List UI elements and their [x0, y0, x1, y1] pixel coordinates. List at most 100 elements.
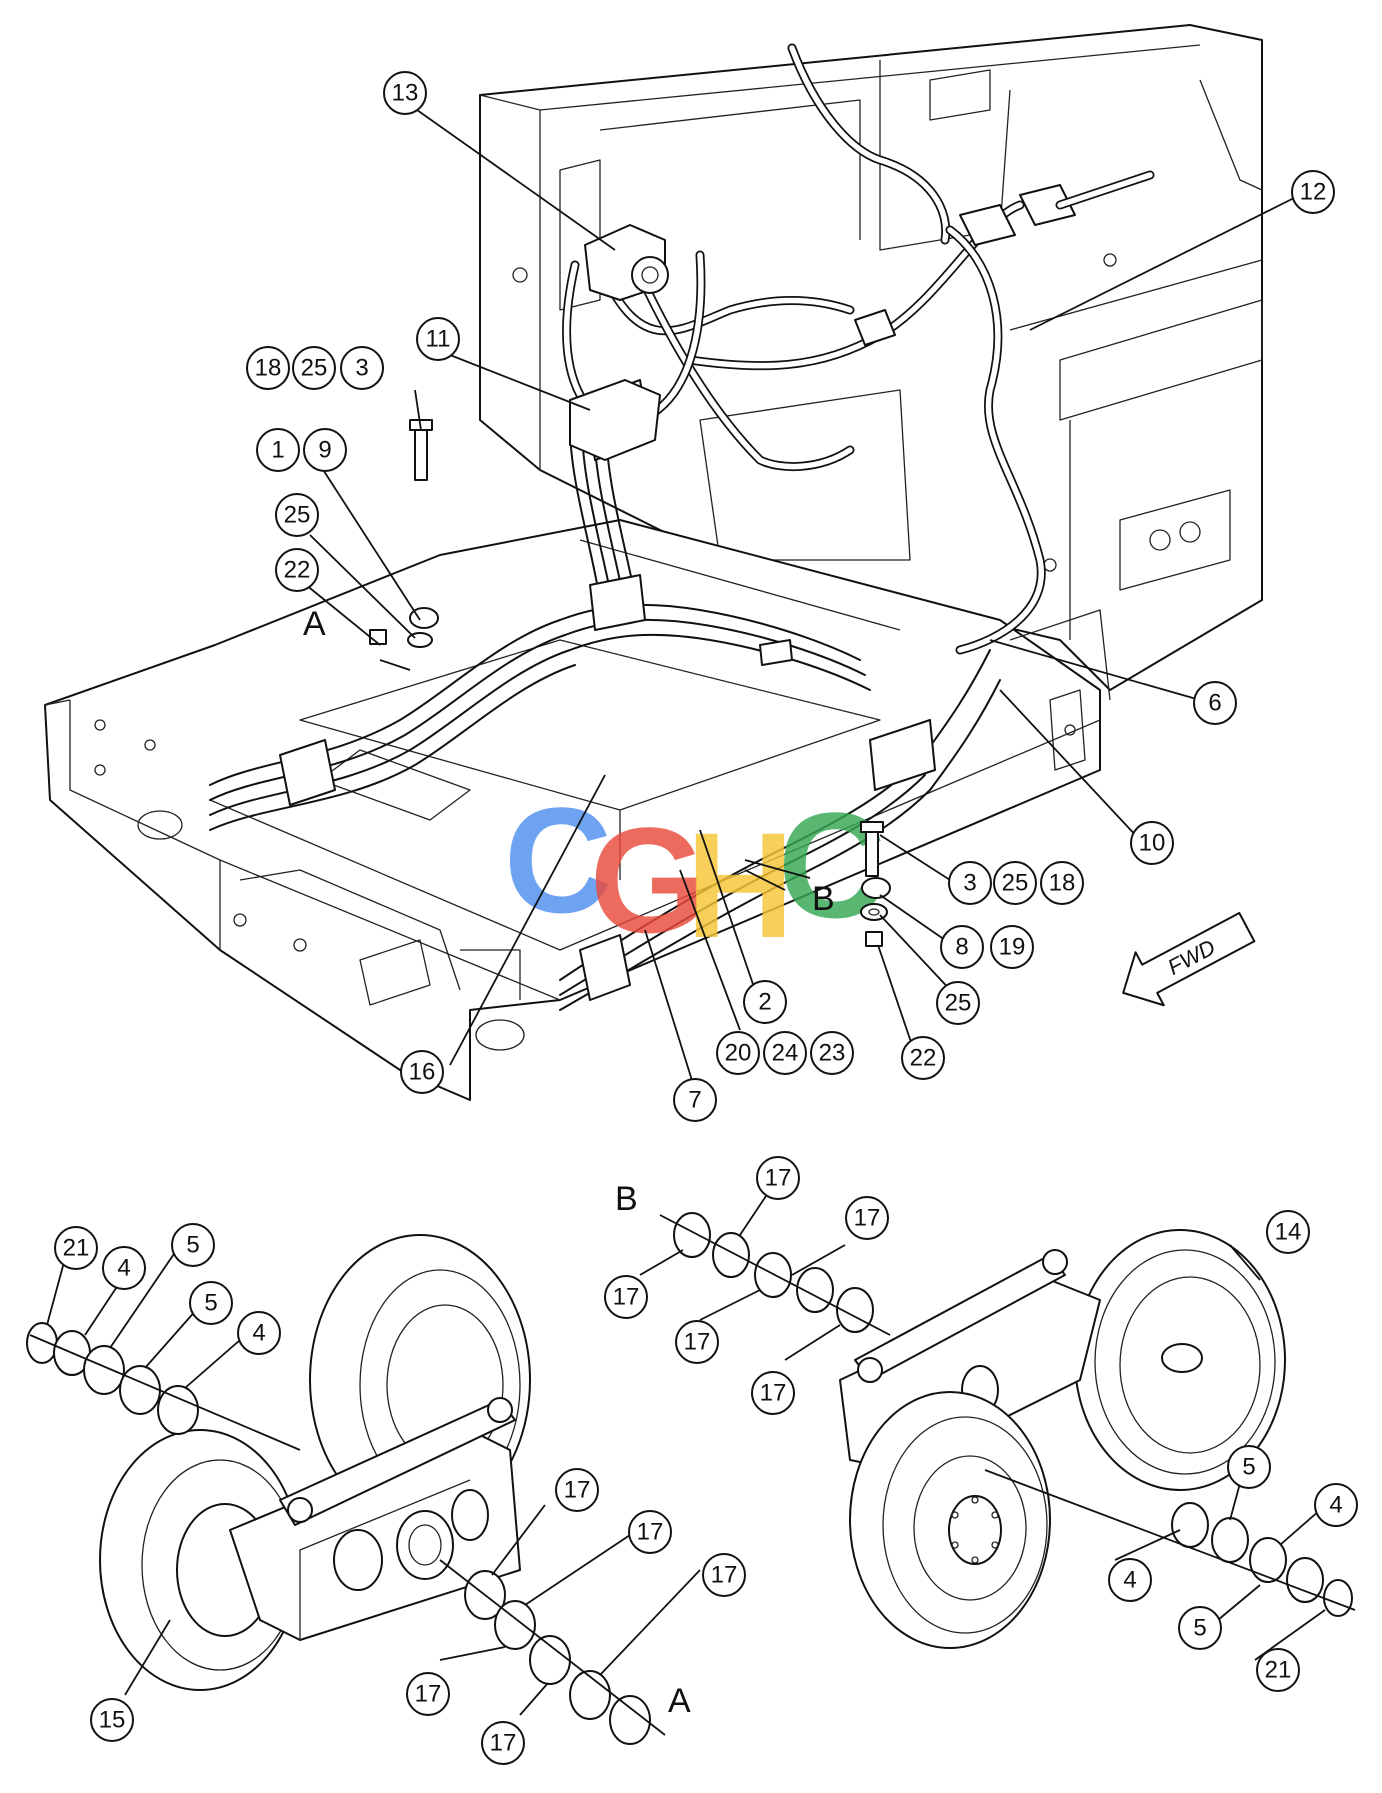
svg-text:10: 10	[1139, 830, 1166, 857]
callout-21: 21	[1256, 1648, 1300, 1692]
callout-17: 17	[406, 1672, 450, 1716]
svg-text:17: 17	[711, 1562, 738, 1589]
svg-text:2: 2	[758, 989, 771, 1016]
svg-text:3: 3	[355, 355, 368, 382]
callout-18: 18	[1040, 861, 1084, 905]
svg-text:8: 8	[955, 934, 968, 961]
callout-13: 13	[383, 71, 427, 115]
callout-19: 19	[990, 925, 1034, 969]
shim	[83, 1345, 125, 1395]
callout-9: 9	[303, 428, 347, 472]
svg-text:17: 17	[637, 1519, 664, 1546]
svg-text:5: 5	[186, 1232, 199, 1259]
svg-text:25: 25	[945, 990, 972, 1017]
svg-text:21: 21	[63, 1235, 90, 1262]
svg-text:5: 5	[204, 1290, 217, 1317]
seal-rings	[26, 1212, 1356, 1745]
callout-17: 17	[481, 1721, 525, 1765]
callout-4: 4	[1314, 1483, 1358, 1527]
svg-text:17: 17	[564, 1477, 591, 1504]
hydraulic-hoses	[209, 43, 1155, 1011]
callout-17: 17	[845, 1196, 889, 1240]
svg-text:9: 9	[318, 437, 331, 464]
svg-text:17: 17	[490, 1730, 517, 1757]
watermark-letter: G	[590, 796, 707, 964]
callout-1: 1	[256, 428, 300, 472]
callout-5: 5	[189, 1281, 233, 1325]
svg-text:17: 17	[760, 1380, 787, 1407]
watermark-letter: C	[504, 776, 612, 944]
callout-17: 17	[675, 1320, 719, 1364]
callout-5: 5	[1178, 1606, 1222, 1650]
callout-17: 17	[702, 1553, 746, 1597]
callout-5: 5	[171, 1223, 215, 1267]
callout-17: 17	[628, 1510, 672, 1554]
callout-18: 18	[246, 346, 290, 390]
reference-letter-a: A	[668, 1682, 691, 1720]
svg-text:5: 5	[1242, 1454, 1255, 1481]
svg-text:3: 3	[963, 870, 976, 897]
svg-text:25: 25	[284, 502, 311, 529]
callout-2: 2	[743, 980, 787, 1024]
svg-text:18: 18	[255, 355, 282, 382]
callout-22: 22	[275, 548, 319, 592]
callout-6: 6	[1193, 681, 1237, 725]
svg-text:7: 7	[688, 1087, 701, 1114]
forward-arrow: FWD	[1122, 912, 1256, 1007]
callout-17: 17	[604, 1275, 648, 1319]
callout-17: 17	[751, 1371, 795, 1415]
callout-10: 10	[1130, 821, 1174, 865]
bolt-stack-b	[860, 821, 891, 947]
svg-text:25: 25	[301, 355, 328, 382]
svg-text:23: 23	[819, 1040, 846, 1067]
svg-text:22: 22	[910, 1045, 937, 1072]
callout-25: 25	[275, 493, 319, 537]
svg-text:17: 17	[684, 1329, 711, 1356]
svg-text:21: 21	[1265, 1657, 1292, 1684]
svg-text:24: 24	[772, 1040, 799, 1067]
leader-lines	[46, 104, 1326, 1716]
axle-assembly-left	[99, 1234, 531, 1691]
svg-text:22: 22	[284, 557, 311, 584]
callout-17: 17	[756, 1156, 800, 1200]
axle-assembly-right	[839, 1229, 1286, 1649]
callout-16: 16	[400, 1050, 444, 1094]
svg-text:14: 14	[1275, 1219, 1302, 1246]
shim	[119, 1365, 161, 1415]
callout-11: 11	[416, 317, 460, 361]
callout-20: 20	[716, 1031, 760, 1075]
callout-3: 3	[948, 861, 992, 905]
svg-text:13: 13	[392, 80, 419, 107]
snap-ring	[26, 1322, 58, 1364]
callout-25: 25	[993, 861, 1037, 905]
callout-25: 25	[292, 346, 336, 390]
callout-4: 4	[1108, 1558, 1152, 1602]
machine-frame	[44, 24, 1263, 1101]
svg-text:15: 15	[99, 1707, 126, 1734]
svg-text:17: 17	[415, 1681, 442, 1708]
callout-22: 22	[901, 1036, 945, 1080]
watermark: C G H C	[504, 776, 886, 969]
callout-12: 12	[1291, 170, 1335, 214]
svg-text:4: 4	[117, 1255, 130, 1282]
callout-17: 17	[555, 1468, 599, 1512]
callout-21: 21	[54, 1226, 98, 1270]
callout-4: 4	[102, 1246, 146, 1290]
shim	[157, 1385, 199, 1435]
callout-23: 23	[810, 1031, 854, 1075]
callout-15: 15	[90, 1698, 134, 1742]
svg-text:5: 5	[1193, 1615, 1206, 1642]
svg-text:25: 25	[1002, 870, 1029, 897]
svg-text:17: 17	[854, 1205, 881, 1232]
callout-24: 24	[763, 1031, 807, 1075]
svg-text:6: 6	[1208, 690, 1221, 717]
reference-letter-b: B	[615, 1180, 638, 1218]
callout-3: 3	[340, 346, 384, 390]
svg-text:17: 17	[613, 1284, 640, 1311]
callout-14: 14	[1266, 1210, 1310, 1254]
svg-text:11: 11	[426, 326, 451, 353]
reference-letter-b: B	[812, 880, 835, 918]
svg-text:4: 4	[1329, 1492, 1342, 1519]
